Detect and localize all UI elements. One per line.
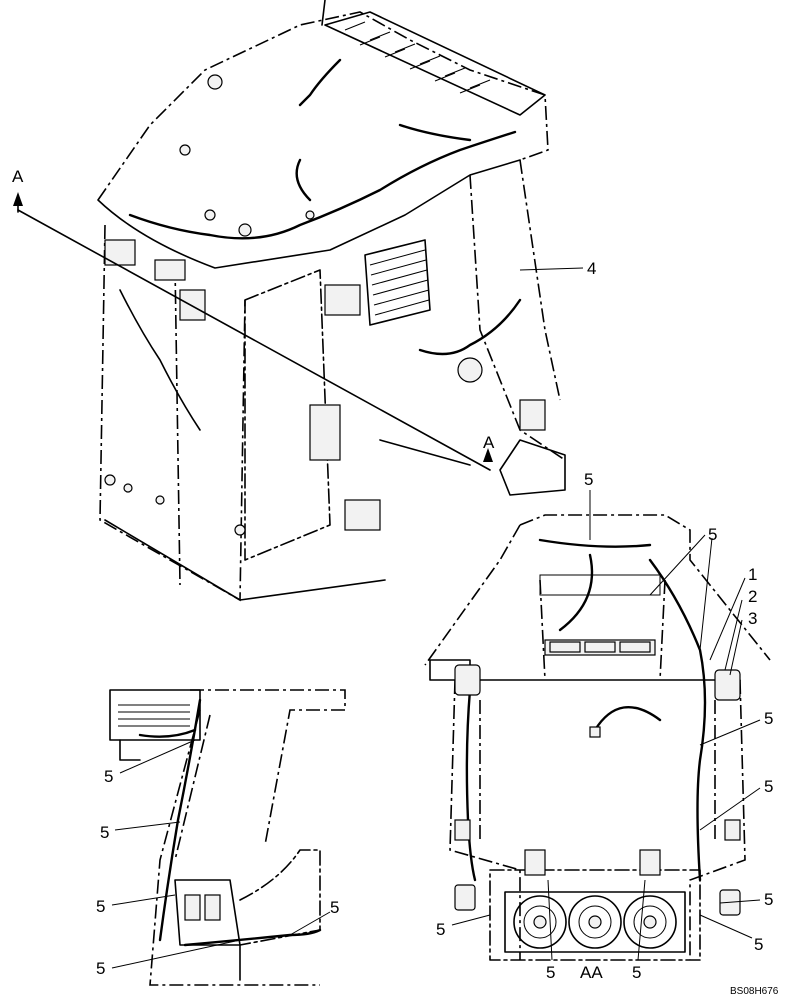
callout-5-right-a: 5 <box>708 525 717 544</box>
callout-5-bottom-c: 5 <box>632 963 641 982</box>
callout-3: 3 <box>748 609 757 628</box>
callout-5-left-a: 5 <box>104 767 113 786</box>
callout-5-left-b: 5 <box>100 823 109 842</box>
callout-1: 1 <box>748 565 757 584</box>
section-mark-a-top: A <box>12 167 24 186</box>
reference-code: BS08H676 <box>730 986 779 997</box>
cab-isometric-view <box>13 0 566 602</box>
callout-5-right-c: 5 <box>764 777 773 796</box>
callout-5-right-e: 5 <box>754 935 763 954</box>
cab-rear-view <box>424 514 771 961</box>
cab-side-view <box>109 689 346 986</box>
labels: A A 4 5 5 1 2 3 5 5 5 5 5 5 AA 5 5 5 5 5… <box>12 167 779 997</box>
callout-5-right-b: 5 <box>764 709 773 728</box>
section-mark-aa: AA <box>580 963 603 982</box>
callout-5-bottom-a: 5 <box>436 920 445 939</box>
callout-4: 4 <box>587 259 596 278</box>
callout-5-top: 5 <box>584 470 593 489</box>
callout-5-left-e: 5 <box>330 898 339 917</box>
cooling-fans <box>504 891 686 953</box>
callout-5-left-c: 5 <box>96 897 105 916</box>
callout-5-bottom-b: 5 <box>546 963 555 982</box>
side-grille <box>364 239 431 326</box>
section-mark-a-bottom: A <box>483 433 495 452</box>
roof-grille <box>344 21 491 94</box>
callout-2: 2 <box>748 587 757 606</box>
leader-lines <box>111 267 761 969</box>
callout-5-left-d: 5 <box>96 959 105 978</box>
callout-5-right-d: 5 <box>764 890 773 909</box>
